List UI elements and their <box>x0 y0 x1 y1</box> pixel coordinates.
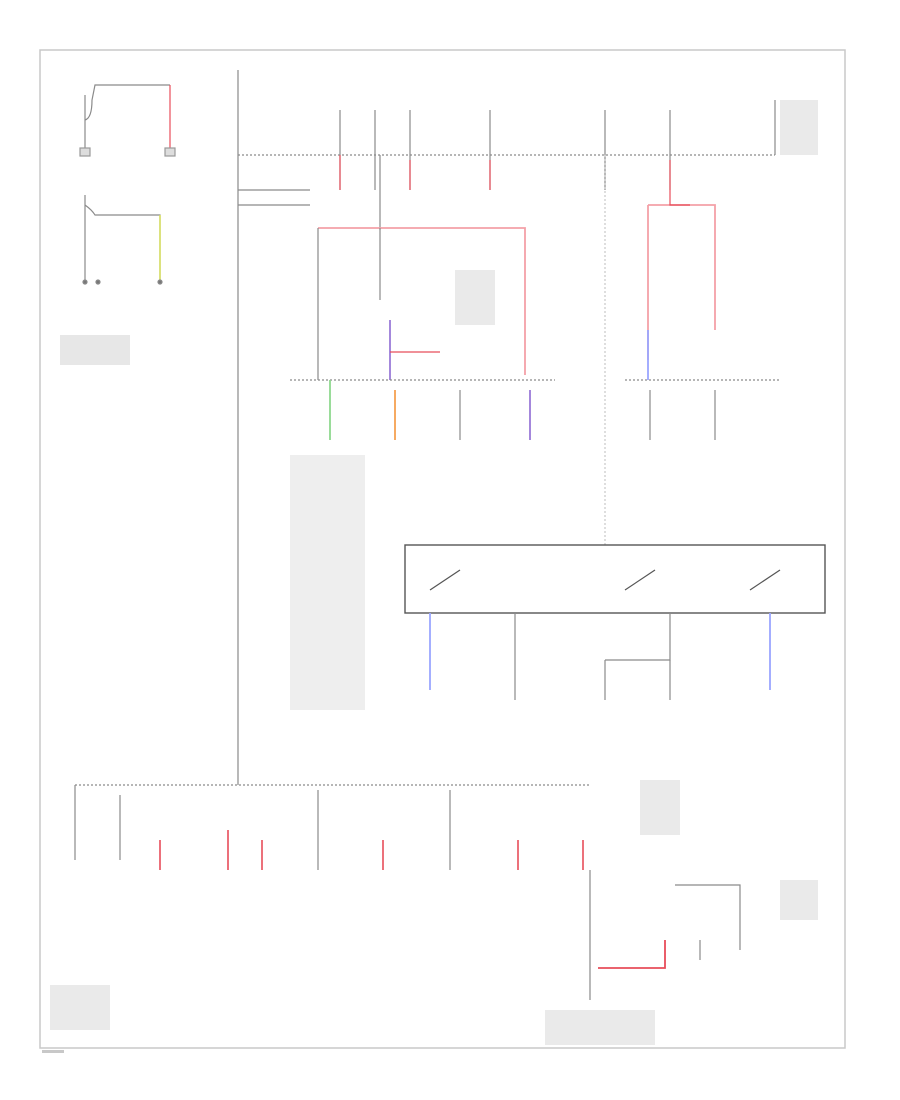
bf-right-relay <box>675 884 741 950</box>
label-block-bottom-right <box>640 780 680 835</box>
label-marks <box>50 100 818 1045</box>
ground-point-1 <box>82 279 88 285</box>
alt-point <box>157 279 163 285</box>
label-block-bottom-left <box>50 985 110 1030</box>
center-relay-block <box>290 155 555 440</box>
label-block-bottom-center <box>545 1010 655 1045</box>
ignition-switch-block <box>404 544 826 700</box>
starter-terminal <box>164 147 176 157</box>
ign-branch <box>605 613 671 661</box>
switch-contact-3 <box>749 569 781 591</box>
main-bus <box>237 70 775 785</box>
footer-mark <box>42 1050 64 1053</box>
battery-top-wire <box>84 84 170 121</box>
right-pink-loop <box>648 204 716 330</box>
ground-point-2 <box>95 279 101 285</box>
relay-pink-loop <box>318 227 526 375</box>
switch-contact-1 <box>429 569 461 591</box>
label-block-left <box>60 335 130 365</box>
bottom-fuse-row <box>74 784 741 1000</box>
battery-terminal <box>79 147 91 157</box>
label-block-center <box>290 455 365 710</box>
label-block-bottom-far-right <box>780 880 818 920</box>
label-block-relay <box>455 270 495 325</box>
alt-wire <box>84 204 161 280</box>
ignition-switch-box <box>404 544 826 614</box>
top-fuse-row <box>339 100 776 190</box>
bf-red-loop <box>598 940 666 969</box>
label-block-top-right <box>780 100 818 155</box>
right-red-branch <box>669 190 690 206</box>
switch-contact-2 <box>624 569 656 591</box>
right-relay-block <box>604 155 780 545</box>
battery-section <box>79 84 176 285</box>
diagram-frame <box>39 49 846 1049</box>
